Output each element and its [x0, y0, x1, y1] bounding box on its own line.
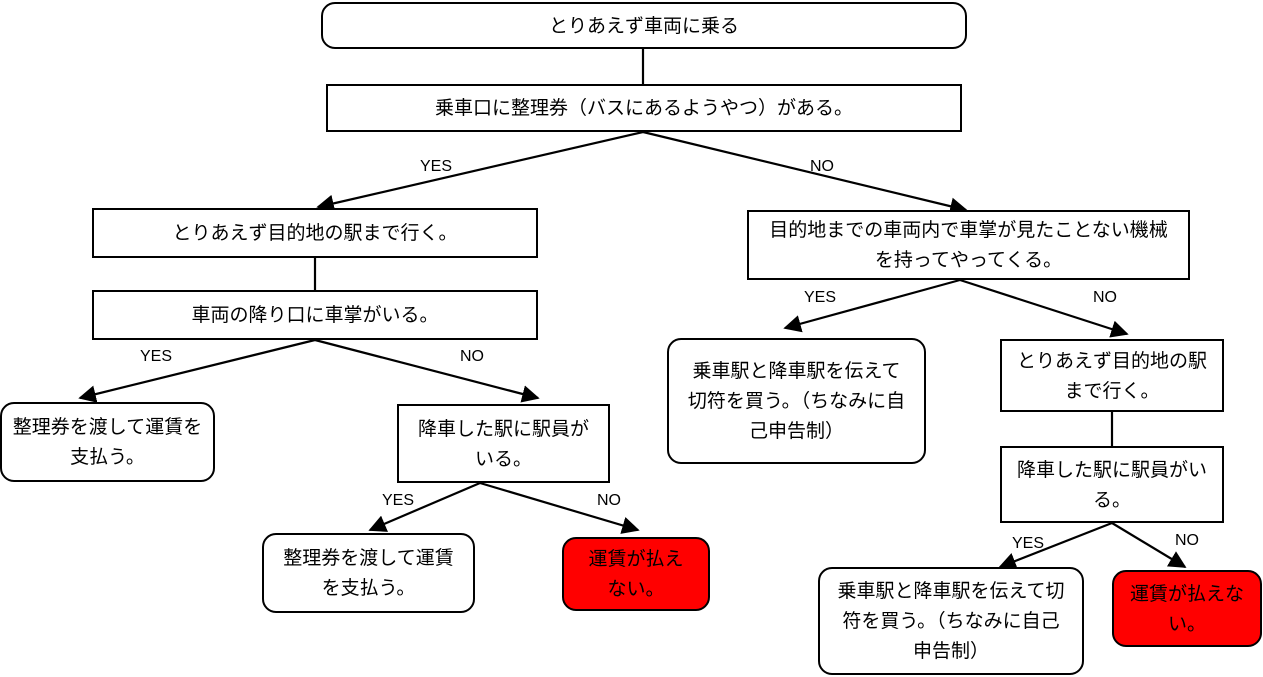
- go-to-destination-text-no-branch: とりあえず目的地の駅まで行く。: [1016, 349, 1207, 402]
- buy-ticket-text-1: 乗車駅と降車駅を伝えて切符を買う。（ちなみに自己申告制）: [687, 360, 906, 442]
- cannot-pay-node-1: 運賃が払えない。: [562, 537, 710, 611]
- label-q-conductor-inside-no: NO: [1093, 289, 1117, 306]
- question-conductor-inside-train-text: 目的地までの車両内で車掌が見たことない機械を持ってやってくる。: [769, 219, 1168, 271]
- arrow-q-staff-2-yes: [998, 521, 1113, 570]
- arrow-q-conductor-door-yes: [78, 338, 316, 403]
- cannot-pay-node-2: 運賃が払えない。: [1112, 570, 1262, 647]
- question-station-staff-text-2: 降車した駅に駅員がいる。: [1016, 458, 1207, 511]
- pay-with-ticket-node-1: 整理券を渡して運賃を支払う。: [0, 402, 215, 482]
- label-q-conductor-door-no: NO: [460, 348, 484, 365]
- question-conductor-at-exit: 車両の降り口に車掌がいる。: [92, 290, 538, 340]
- question-ticket-at-door-text: 乗車口に整理券（バスにあるようやつ）がある。: [434, 97, 853, 119]
- pay-with-ticket-node-2: 整理券を渡して運賃を支払う。: [262, 533, 475, 613]
- buy-ticket-node-1: 乗車駅と降車駅を伝えて切符を買う。（ちなみに自己申告制）: [667, 338, 926, 464]
- label-q-staff-1-no: NO: [597, 492, 621, 509]
- arrow-q-staff-1-yes: [368, 481, 481, 532]
- label-q-conductor-door-yes: YES: [140, 348, 173, 365]
- label-q-staff-2-no: NO: [1175, 532, 1199, 549]
- question-conductor-at-exit-text: 車両の降り口に車掌がいる。: [191, 304, 439, 326]
- arrow-q-staff-1-no: [479, 481, 640, 534]
- arrow-q-ticket-yes: [316, 130, 644, 213]
- label-q-ticket-yes: YES: [420, 158, 453, 175]
- question-conductor-inside-train: 目的地までの車両内で車掌が見たことない機械を持ってやってくる。: [747, 210, 1190, 280]
- label-q-ticket-no: NO: [810, 158, 834, 175]
- start-node-text: とりあえず車両に乗る: [548, 14, 739, 37]
- arrow-q-staff-2-no: [1111, 522, 1187, 568]
- buy-ticket-text-2: 乗車駅と降車駅を伝えて切符を買う。（ちなみに自己申告制）: [837, 580, 1065, 662]
- arrow-q-ticket-no: [642, 130, 968, 215]
- buy-ticket-node-2: 乗車駅と降車駅を伝えて切符を買う。（ちなみに自己申告制）: [818, 567, 1084, 675]
- arrow-q-conductor-inside-no: [959, 278, 1129, 338]
- label-q-conductor-inside-yes: YES: [804, 289, 837, 306]
- go-to-destination-node-no-branch: とりあえず目的地の駅まで行く。: [1000, 339, 1224, 412]
- question-station-staff-2: 降車した駅に駅員がいる。: [1000, 446, 1224, 523]
- arrow-q-conductor-door-no: [314, 338, 540, 403]
- cannot-pay-text-1: 運賃が払えない。: [588, 548, 684, 600]
- go-to-destination-node-yes-branch: とりあえず目的地の駅まで行く。: [92, 208, 538, 258]
- start-node: とりあえず車両に乗る: [321, 2, 967, 49]
- cannot-pay-text-2: 運賃が払えない。: [1130, 582, 1245, 635]
- label-q-staff-1-yes: YES: [382, 492, 415, 509]
- question-station-staff-text-1: 降車した駅に駅員がいる。: [417, 417, 589, 470]
- question-ticket-at-door: 乗車口に整理券（バスにあるようやつ）がある。: [326, 84, 962, 132]
- pay-with-ticket-text-1: 整理券を渡して運賃を支払う。: [12, 416, 203, 468]
- go-to-destination-text-yes-branch: とりあえず目的地の駅まで行く。: [172, 222, 458, 244]
- pay-with-ticket-text-2: 整理券を渡して運賃を支払う。: [283, 547, 454, 599]
- arrow-q-conductor-inside-yes: [783, 278, 961, 333]
- question-station-staff-1: 降車した駅に駅員がいる。: [397, 404, 610, 483]
- label-q-staff-2-yes: YES: [1012, 535, 1045, 552]
